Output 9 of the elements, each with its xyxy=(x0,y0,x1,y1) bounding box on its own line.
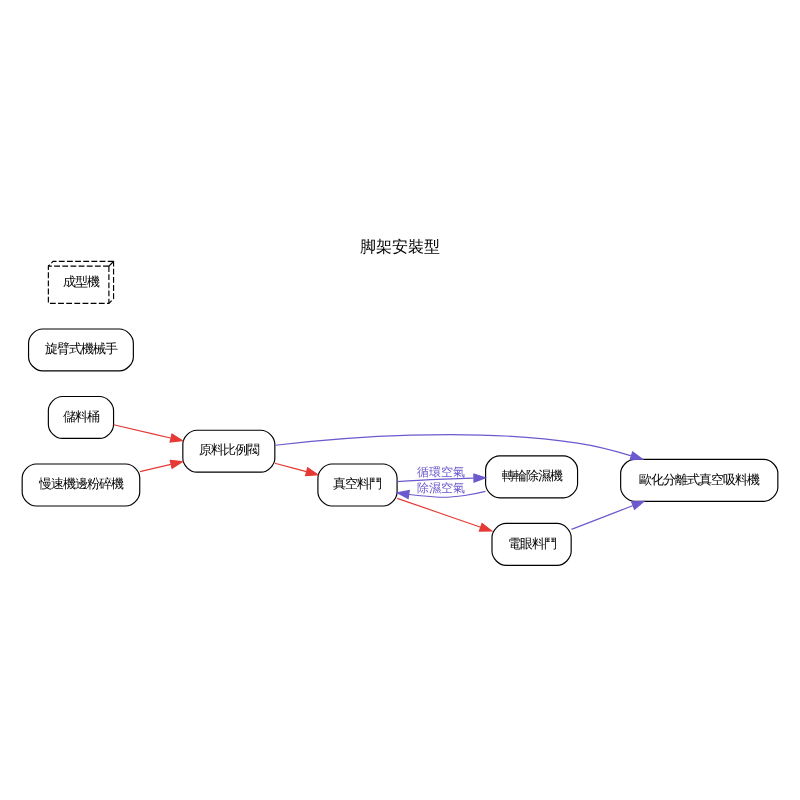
arrow xyxy=(570,500,646,530)
arrow xyxy=(274,462,320,477)
arrow xyxy=(139,459,185,473)
arrow xyxy=(395,489,487,500)
arrow xyxy=(274,434,645,461)
diagram-title: 脚架安裝型 xyxy=(360,236,440,257)
arrow xyxy=(396,473,488,483)
arrow xyxy=(396,497,494,532)
arrow xyxy=(113,424,185,443)
